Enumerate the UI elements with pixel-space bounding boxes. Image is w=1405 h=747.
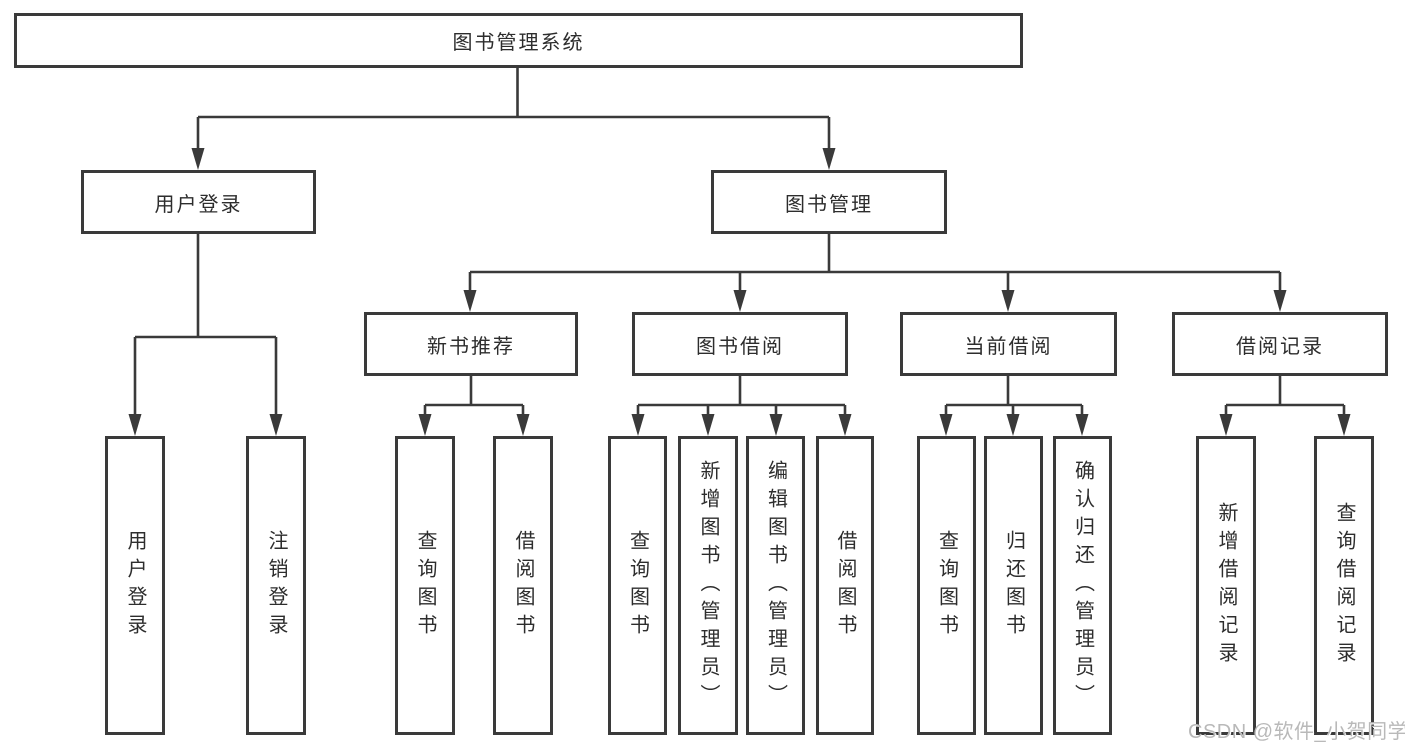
leaf-edit-books-admin-label: 编辑图书（管理员）: [764, 459, 787, 712]
connector-user-login-children: [128, 234, 283, 436]
leaf-edit-books-admin: 编辑图书（管理员）: [746, 436, 805, 735]
leaf-confirm-return-admin-label: 确认归还（管理员）: [1071, 459, 1094, 712]
leaf-logout: 注销登录: [246, 436, 306, 735]
leaf-query-books-borrow-label: 查询图书: [626, 529, 649, 642]
connector-root-to-level2: [191, 68, 836, 170]
connector-book-management-to-level3: [463, 234, 1287, 312]
leaf-add-books-admin-label: 新增图书（管理员）: [697, 459, 719, 712]
leaf-query-books-current-label: 查询图书: [935, 529, 958, 642]
node-user-login-label: 用户登录: [154, 193, 243, 216]
node-current-borrow: 当前借阅: [900, 312, 1117, 376]
node-borrow-records-label: 借阅记录: [1236, 335, 1324, 358]
node-book-borrow: 图书借阅: [632, 312, 848, 376]
node-book-management: 图书管理: [711, 170, 947, 234]
connector-current-borrow-children: [939, 376, 1089, 436]
leaf-borrow-books-recommend-label: 借阅图书: [512, 529, 534, 642]
leaf-query-borrow-record: 查询借阅记录: [1314, 436, 1374, 735]
node-new-book-recommend-label: 新书推荐: [427, 335, 515, 358]
leaf-return-books: 归还图书: [984, 436, 1043, 735]
node-borrow-records: 借阅记录: [1172, 312, 1388, 376]
leaf-query-books-current: 查询图书: [917, 436, 976, 735]
leaf-user-login: 用户登录: [105, 436, 165, 735]
node-root-label: 图书管理系统: [452, 32, 585, 54]
leaf-logout-label: 注销登录: [265, 529, 287, 642]
connector-book-borrow-children: [631, 376, 852, 436]
leaf-borrow-books-label: 借阅图书: [834, 529, 856, 642]
node-root: 图书管理系统: [14, 13, 1023, 68]
connector-borrow-records-children: [1219, 376, 1351, 436]
node-book-management-label: 图书管理: [785, 193, 873, 216]
leaf-confirm-return-admin: 确认归还（管理员）: [1053, 436, 1112, 735]
leaf-query-books-recommend: 查询图书: [395, 436, 455, 735]
node-current-borrow-label: 当前借阅: [964, 335, 1053, 358]
node-new-book-recommend: 新书推荐: [364, 312, 578, 376]
leaf-borrow-books-recommend: 借阅图书: [493, 436, 553, 735]
leaf-add-books-admin: 新增图书（管理员）: [678, 436, 738, 735]
leaf-add-borrow-record: 新增借阅记录: [1196, 436, 1256, 735]
leaf-query-books-borrow: 查询图书: [608, 436, 667, 735]
connector-new-book-recommend-children: [418, 376, 530, 436]
node-user-login: 用户登录: [81, 170, 316, 234]
leaf-query-borrow-record-label: 查询借阅记录: [1333, 501, 1355, 670]
node-book-borrow-label: 图书借阅: [696, 335, 784, 358]
leaf-borrow-books: 借阅图书: [816, 436, 874, 735]
leaf-query-books-recommend-label: 查询图书: [414, 529, 436, 642]
leaf-user-login-label: 用户登录: [124, 529, 146, 642]
watermark: CSDN @软件_小贺同学: [1188, 721, 1405, 743]
leaf-return-books-label: 归还图书: [1002, 529, 1025, 642]
leaf-add-borrow-record-label: 新增借阅记录: [1215, 501, 1237, 670]
